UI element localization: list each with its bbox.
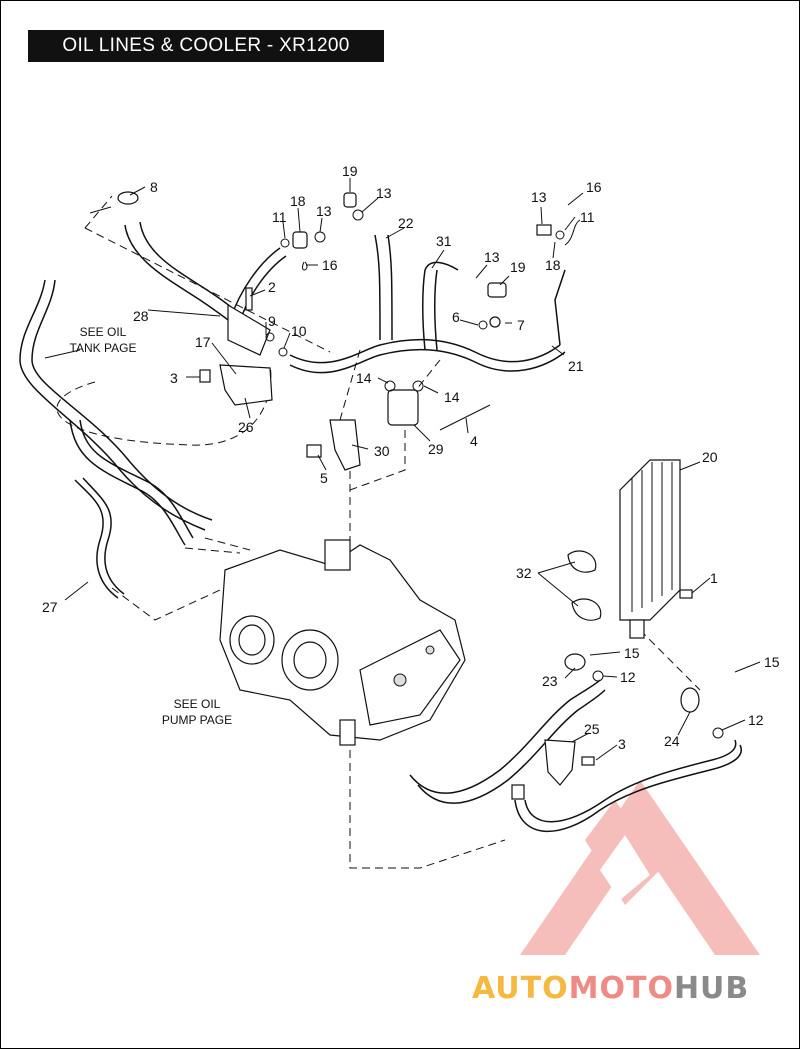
callout-18: 18 — [545, 257, 561, 273]
watermark-part-moto: MOTO — [569, 971, 674, 1006]
oil-tank-note-line2: TANK PAGE — [70, 341, 137, 355]
dashed-leaders — [56, 195, 701, 869]
leader-lines — [44, 178, 761, 761]
callout-21: 21 — [568, 358, 584, 374]
callout-11: 11 — [580, 209, 595, 225]
callout-16: 16 — [322, 257, 338, 273]
callout-12: 12 — [748, 712, 764, 728]
callout-25: 25 — [584, 721, 600, 737]
callout-15: 15 — [624, 645, 640, 661]
callout-18: 18 — [290, 193, 306, 209]
page-title: OIL LINES & COOLER - XR1200 — [62, 35, 350, 56]
callout-13: 13 — [484, 249, 500, 265]
callout-19: 19 — [342, 163, 358, 179]
callout-28: 28 — [133, 308, 149, 324]
callout-labels: 8 19 13 18 11 13 16 22 31 13 19 16 13 11… — [42, 163, 780, 752]
oil-tank-note-line1: SEE OIL — [80, 325, 127, 339]
callout-30: 30 — [374, 443, 390, 459]
callout-26: 26 — [238, 419, 254, 435]
callout-10: 10 — [291, 323, 307, 339]
callout-9: 9 — [268, 313, 276, 329]
callout-4: 4 — [470, 433, 478, 449]
callout-13: 13 — [376, 185, 392, 201]
title-bar: OIL LINES & COOLER - XR1200 — [28, 30, 384, 62]
callout-13: 13 — [316, 203, 332, 219]
callout-23: 23 — [542, 673, 558, 689]
callout-22: 22 — [398, 215, 414, 231]
callout-8: 8 — [150, 179, 158, 195]
watermark-logo — [520, 780, 760, 955]
hoses — [19, 221, 742, 832]
callout-14: 14 — [444, 389, 460, 405]
callout-27: 27 — [42, 599, 58, 615]
callout-7: 7 — [517, 317, 525, 333]
callout-5: 5 — [320, 470, 328, 486]
reference-notes: SEE OIL TANK PAGE SEE OIL PUMP PAGE — [70, 325, 233, 727]
engine-case — [219, 539, 466, 746]
watermark-part-auto: AUTO — [472, 971, 569, 1006]
oil-pump-note-line1: SEE OIL — [174, 697, 221, 711]
callout-17: 17 — [195, 334, 211, 350]
callout-15: 15 — [764, 654, 780, 670]
callout-12: 12 — [620, 669, 636, 685]
oil-cooler — [619, 459, 681, 639]
watermark-part-hub: HUB — [674, 971, 749, 1006]
callout-29: 29 — [428, 441, 444, 457]
callout-20: 20 — [702, 449, 718, 465]
callout-14: 14 — [356, 370, 372, 386]
watermark-text: AUTOMOTOHUB — [472, 971, 749, 1006]
callout-3: 3 — [170, 370, 178, 386]
callout-2: 2 — [268, 279, 276, 295]
callout-1: 1 — [710, 570, 718, 586]
callout-3: 3 — [618, 736, 626, 752]
callout-13: 13 — [531, 189, 547, 205]
callout-24: 24 — [664, 733, 680, 749]
callout-19: 19 — [510, 259, 526, 275]
callout-16: 16 — [586, 179, 602, 195]
callout-11: 11 — [272, 209, 287, 225]
callout-31: 31 — [436, 233, 452, 249]
callout-6: 6 — [452, 309, 460, 325]
callout-32: 32 — [516, 565, 532, 581]
fittings — [117, 191, 724, 800]
oil-pump-note-line2: PUMP PAGE — [162, 713, 232, 727]
